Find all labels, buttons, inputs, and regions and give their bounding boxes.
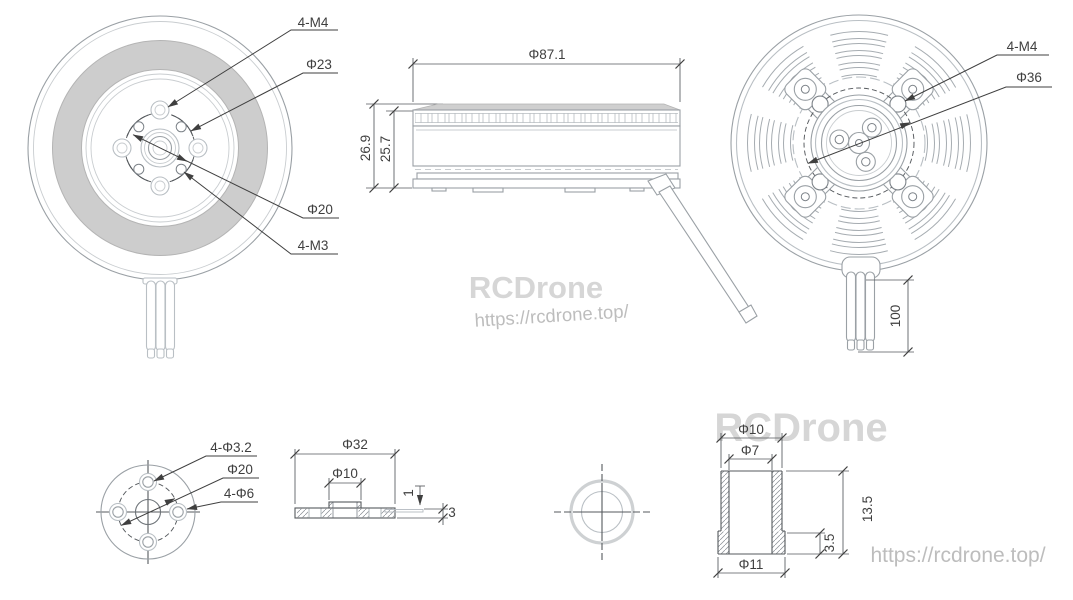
- bushing-top-dia-label: Φ10: [738, 422, 764, 437]
- leader-d23: [190, 72, 338, 132]
- bushing-top-view: [554, 464, 650, 560]
- motor-wires-front: [142, 277, 178, 359]
- m4-screw-holes: [112, 100, 208, 196]
- bushing-crosshair: [573, 483, 631, 541]
- adapter-dia-label: Φ32: [342, 437, 368, 452]
- leader-d20-adapter-arrow2: [164, 498, 176, 506]
- adapter-thickness-label: 3: [448, 505, 456, 520]
- leader-d20-adapter: [120, 477, 259, 526]
- front-m3-label: 4-M3: [298, 238, 329, 253]
- bushing-section-outline: [717, 470, 786, 555]
- motor-side-view: Φ87.1 26.9 25.7: [358, 47, 758, 324]
- bushing-base-dia-label: Φ11: [739, 557, 764, 572]
- adapter-holes: [108, 472, 188, 552]
- watermark-bottom-right: RCDrone https://rcdrone.top/: [714, 406, 1045, 567]
- motor-rear-view: 100 4-M4 Φ36: [730, 14, 1052, 357]
- side-dia-label: Φ87.1: [528, 47, 565, 62]
- leader-d36-arrow2: [899, 122, 911, 130]
- stator-base-lower: [412, 178, 681, 189]
- leader-d20: [132, 134, 339, 219]
- cooling-vents: [747, 31, 971, 255]
- stator-band: [52, 40, 268, 256]
- front-d20-label: Φ20: [307, 202, 333, 217]
- rear-m4-label: 4-M4: [1007, 39, 1038, 54]
- bushing-step-label: 3.5: [822, 534, 837, 553]
- rear-d36-label: Φ36: [1016, 70, 1042, 85]
- side-height-outer-label: 26.9: [358, 135, 373, 161]
- adapter-bolt-circle-label: Φ20: [227, 462, 253, 477]
- m3-screw-holes: [133, 121, 187, 175]
- wire-length-label: 100: [888, 305, 903, 328]
- side-height-inner-label: 25.7: [378, 136, 393, 162]
- bolt-circle-36: [803, 87, 915, 199]
- rotor-top-plate: [412, 103, 681, 111]
- motor-bell: [412, 125, 681, 167]
- leader-rear-4m4: [904, 54, 1049, 102]
- adapter-lip: [384, 509, 424, 513]
- adapter-front-view: 4-Φ3.2 Φ20 4-Φ6: [96, 440, 259, 564]
- watermark-brand-text: RCDrone: [469, 270, 603, 305]
- watermark-center: RCDrone https://rcdrone.top/: [469, 270, 630, 331]
- leader-d20-arrow2: [176, 154, 188, 162]
- rear-m4-holes: [811, 95, 907, 191]
- front-m4-label: 4-M4: [298, 15, 329, 30]
- bushing-bore-dia-label: Φ7: [741, 443, 759, 458]
- rear-hub: [810, 94, 908, 192]
- adapter-boss-label: Φ10: [332, 466, 358, 481]
- watermark-url-text-2: https://rcdrone.top/: [870, 544, 1045, 567]
- adapter-boss-section: [328, 501, 362, 509]
- shaft-center: [140, 128, 180, 168]
- motor-cable: [647, 173, 758, 324]
- leader-d36: [807, 86, 1052, 164]
- motor-wires-rear: [841, 256, 881, 351]
- leader-4m3: [183, 171, 338, 255]
- bushing-side-view: Φ10 Φ7 13.5 3.5 Φ11: [713, 422, 875, 578]
- adapter-small-holes-label: 4-Φ3.2: [210, 440, 252, 455]
- adapter-side-view: Φ32 Φ10 1 3: [290, 437, 456, 525]
- base-mount-tabs: [431, 187, 645, 193]
- adapter-lip-label: 1: [401, 489, 416, 497]
- stator-base-upper: [416, 172, 679, 180]
- adapter-large-holes-label: 4-Φ6: [224, 486, 254, 501]
- leader-4d32: [153, 455, 257, 482]
- adapter-center-bore: [134, 498, 162, 526]
- front-d23-label: Φ23: [306, 57, 332, 72]
- adapter-plate-section: [294, 507, 396, 519]
- leader-4d6: [186, 501, 258, 511]
- motor-front-view: 4-M4 Φ23 Φ20 4-M3: [27, 15, 339, 359]
- bushing-height-label: 13.5: [860, 496, 875, 522]
- watermark-brand-text-2: RCDrone: [714, 406, 887, 450]
- leader-4m4: [167, 29, 338, 108]
